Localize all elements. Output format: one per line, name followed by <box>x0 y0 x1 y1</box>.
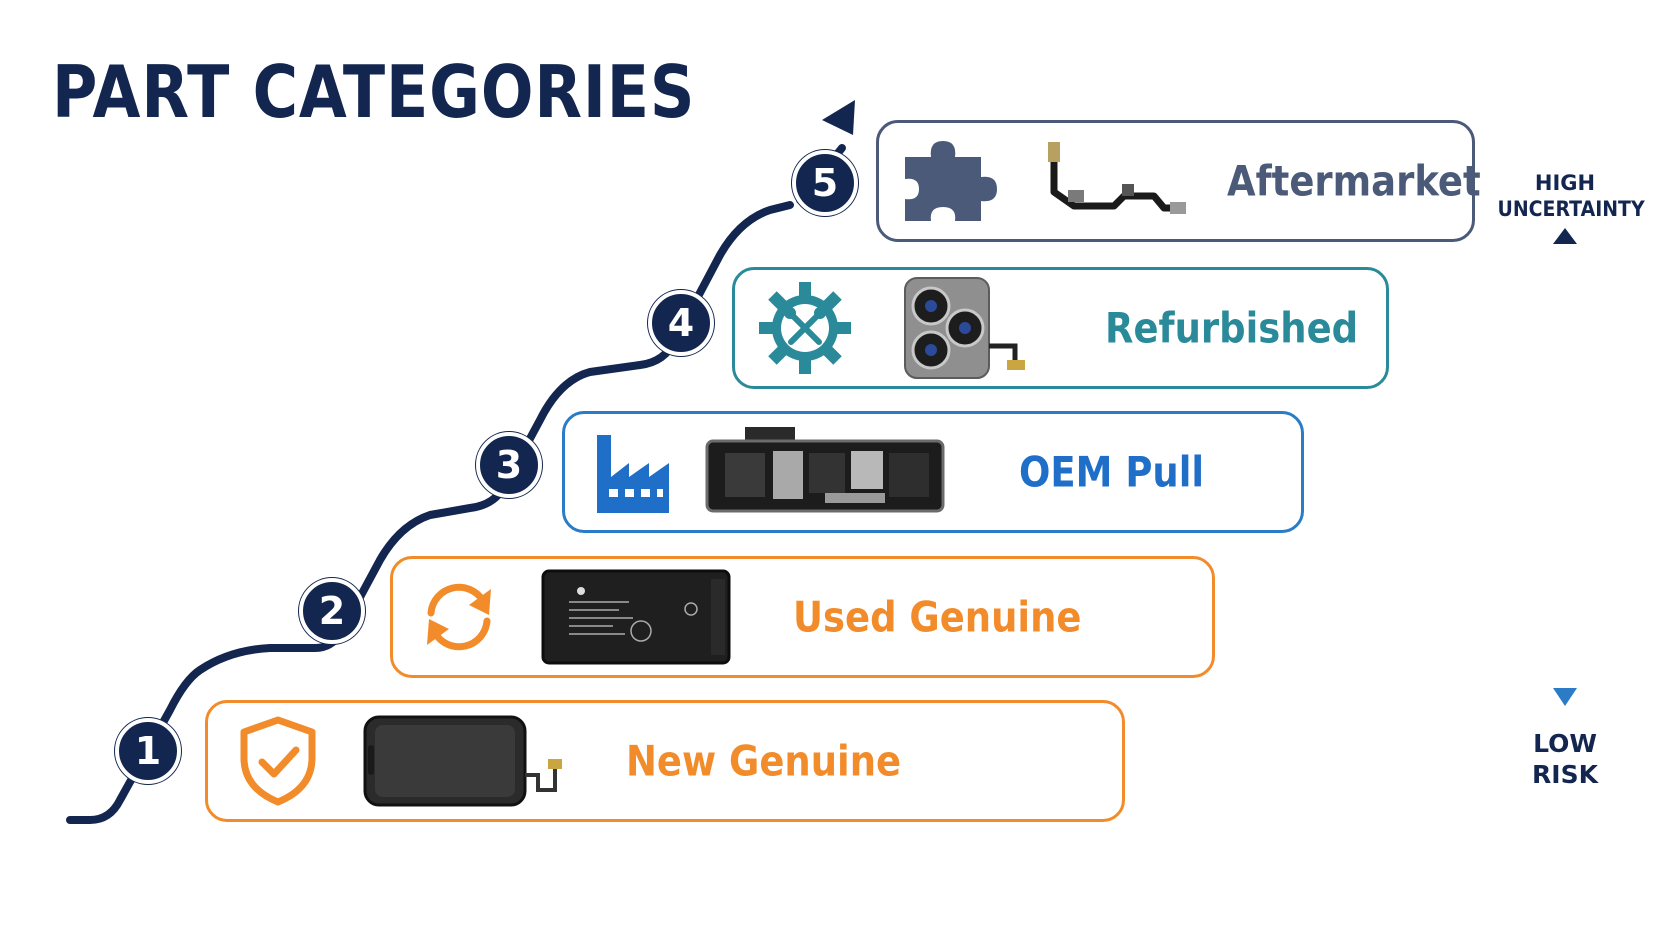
arrow-head-icon <box>822 100 855 135</box>
card-used-genuine: Used Genuine <box>390 556 1215 678</box>
card-label-refurbished: Refurbished <box>1105 303 1359 353</box>
iphone-screen-image <box>363 715 562 807</box>
logic-board-image <box>705 427 945 513</box>
scale-bottom-label: LOW RISK <box>1510 728 1620 791</box>
card-aftermarket: Aftermarket <box>876 120 1481 242</box>
refresh-arrows-icon <box>427 583 491 651</box>
card-label-aftermarket: Aftermarket <box>1227 156 1481 206</box>
risk-scale-arrow <box>1553 228 1577 706</box>
shield-check-icon <box>240 716 316 806</box>
gear-wrench-icon <box>759 282 851 374</box>
iphone-battery-image <box>541 569 731 665</box>
scale-top-line1: HIGH <box>1534 171 1596 195</box>
scale-top-line2: UNCERTAINTY <box>1497 197 1645 222</box>
flex-cable-image <box>1048 142 1186 214</box>
step-badge-4: 4 <box>648 290 714 356</box>
card-label-oem-pull: OEM Pull <box>1019 447 1205 497</box>
card-new-genuine: New Genuine <box>205 700 1125 822</box>
step-badge-5: 5 <box>792 150 858 216</box>
arrow-down-icon <box>1553 688 1577 706</box>
camera-module-image <box>904 277 1025 379</box>
scale-top-label: HIGH UNCERTAINTY <box>1490 170 1645 223</box>
arrow-up-icon <box>1553 228 1577 244</box>
card-refurbished: Refurbished <box>732 267 1389 389</box>
step-badge-1: 1 <box>115 718 181 784</box>
puzzle-piece-icon <box>905 141 997 221</box>
card-label-new-genuine: New Genuine <box>626 736 902 786</box>
step-badge-3: 3 <box>476 432 542 498</box>
scale-bottom-line2: RISK <box>1532 760 1598 790</box>
scale-bottom-line1: LOW <box>1533 729 1597 758</box>
factory-icon <box>597 435 669 513</box>
page-title: PART CATEGORIES <box>52 50 696 134</box>
step-badge-2: 2 <box>299 578 365 644</box>
card-label-used-genuine: Used Genuine <box>793 592 1082 642</box>
card-oem-pull: OEM Pull <box>562 411 1304 533</box>
